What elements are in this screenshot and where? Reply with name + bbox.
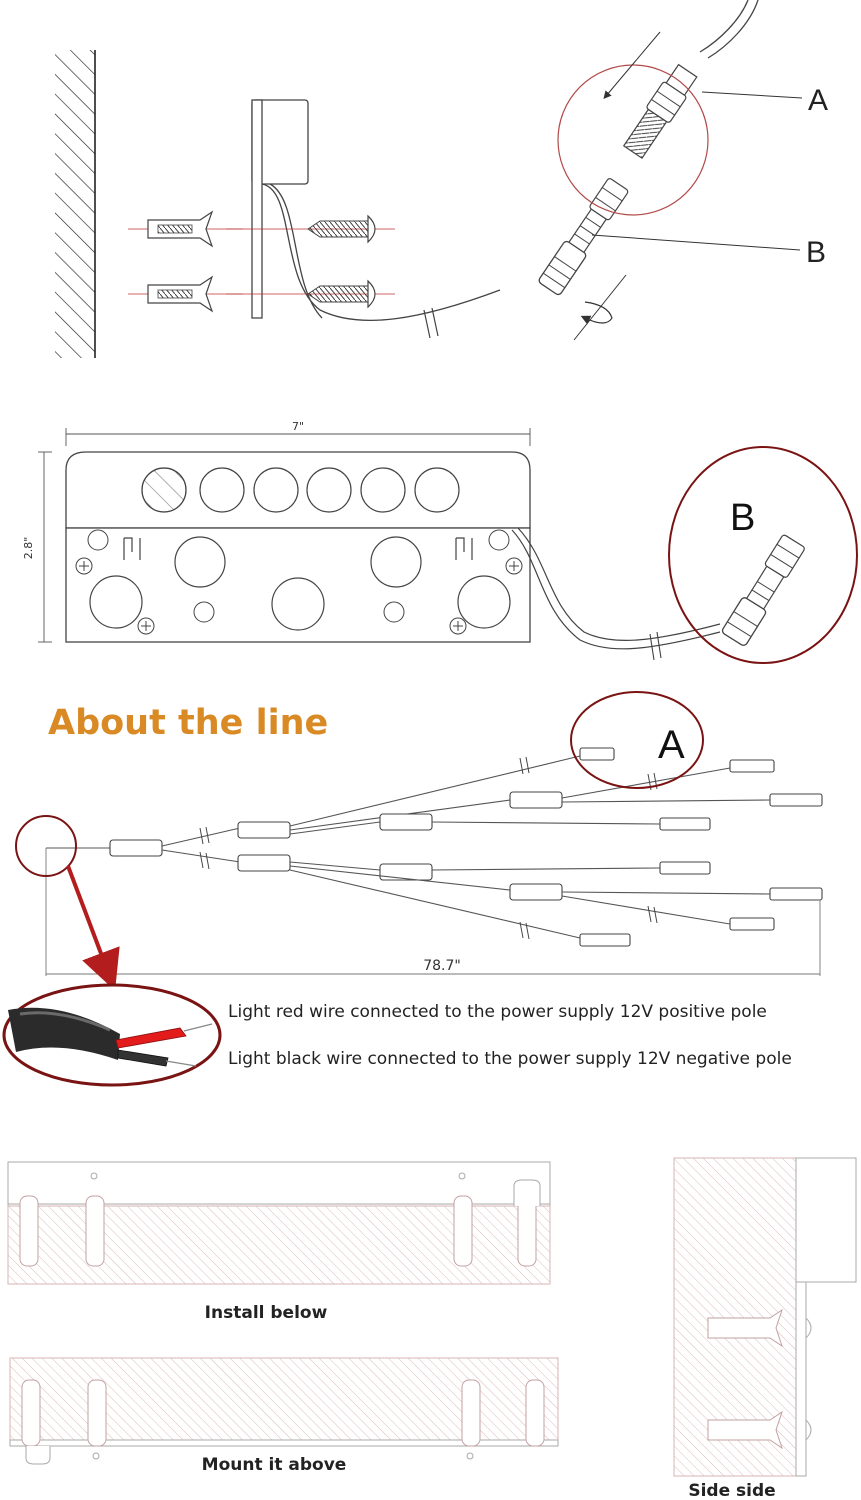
- connector-b-assembly: [538, 178, 629, 296]
- line-section: About the line: [2, 691, 823, 1087]
- wire-end-callout: [15, 815, 77, 877]
- wall-hatch: [55, 50, 96, 358]
- red-wire-note: Light red wire connected to the power su…: [228, 1002, 767, 1022]
- zoom-arrow: [66, 865, 120, 991]
- led-lens-row: [141, 467, 460, 513]
- zoom-label-a: A: [658, 723, 685, 767]
- label-b: B: [806, 236, 826, 269]
- rotate-icon: [580, 301, 613, 325]
- mounting-bracket: [251, 99, 501, 322]
- wall-anchor-bottom: [128, 275, 243, 313]
- caption-side: Side side: [688, 1481, 775, 1500]
- cable-break: [423, 307, 439, 339]
- leader-line-b: [591, 234, 801, 251]
- mount-above-view: Mount it above: [9, 1357, 559, 1475]
- side-view: Side side: [673, 1157, 857, 1500]
- width-label: 7": [292, 420, 304, 433]
- wall-anchor-top: [128, 210, 243, 248]
- connector-a-highlight: [557, 64, 709, 216]
- black-wire-note: Light black wire connected to the power …: [228, 1049, 792, 1069]
- wiring-harness: [46, 747, 823, 947]
- wire-closeup: [2, 983, 222, 1087]
- screw-bottom: [226, 279, 395, 309]
- line-heading: About the line: [48, 703, 328, 743]
- break-marks: [199, 756, 658, 940]
- connector-b-callout: [668, 446, 858, 664]
- caption-install-below: Install below: [205, 1303, 328, 1323]
- push-arrow: [603, 31, 661, 100]
- caption-mount-above: Mount it above: [202, 1455, 347, 1475]
- connector-b-detail: [721, 534, 805, 646]
- install-view: A B: [55, 0, 828, 358]
- light-housing: [65, 451, 531, 643]
- connector-a-assembly: [622, 63, 698, 159]
- screw-top: [226, 214, 395, 244]
- leader-line-a: [701, 91, 803, 99]
- connector-a-callout: [570, 691, 704, 789]
- screw-head-icons: [75, 557, 523, 635]
- output-cable: [511, 529, 721, 650]
- length-label: 78.7": [423, 958, 461, 974]
- zoom-label-b: B: [730, 497, 755, 539]
- dimensions-view: 7" 2.8": [22, 420, 858, 664]
- install-below-view: Install below: [7, 1161, 551, 1323]
- rotate-axis: [573, 274, 627, 341]
- height-label: 2.8": [22, 537, 35, 560]
- label-a: A: [808, 84, 828, 117]
